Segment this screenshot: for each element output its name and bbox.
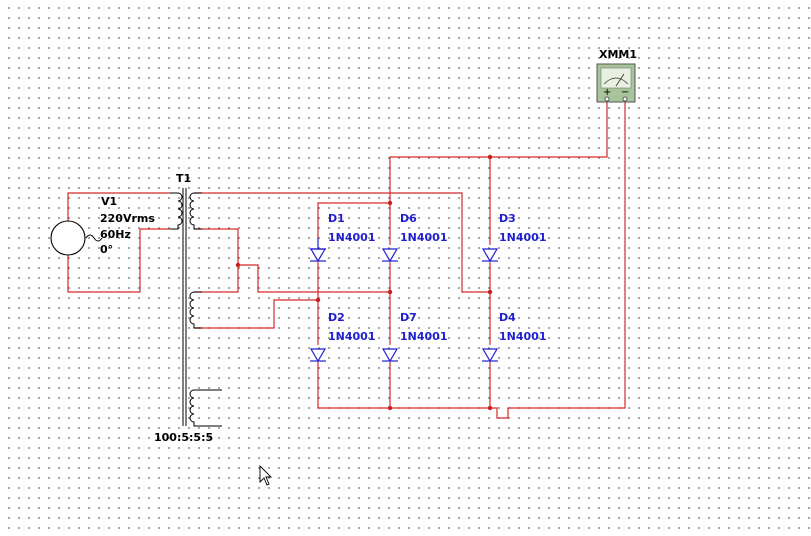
transformer-ref: T1 [176, 172, 191, 185]
diode-d1[interactable] [309, 238, 327, 263]
meter-needle-icon [603, 77, 629, 85]
secondary-coil-1 [189, 192, 202, 230]
mouse-cursor-icon [259, 464, 273, 486]
transformer-ratio: 100:5:5:5 [154, 431, 213, 444]
diode-d1-ref: D1 [328, 212, 345, 225]
meter-ref: XMM1 [599, 48, 637, 61]
sine-icon [85, 234, 103, 242]
meter-plus-label: + [603, 87, 611, 98]
junction-dot [487, 154, 493, 160]
diode-d2[interactable] [309, 348, 327, 363]
wire-sec1-bottom [194, 228, 390, 293]
meter-terminal-plus[interactable] [604, 96, 610, 102]
diode-d2-ref: D2 [328, 311, 345, 324]
diode-icon [481, 348, 499, 363]
wires [67, 102, 626, 419]
diode-d3-model: 1N4001 [499, 231, 546, 244]
junction-dot [315, 297, 321, 303]
secondary-coil-2 [189, 291, 202, 329]
meter-terminal-minus[interactable] [622, 96, 628, 102]
diode-icon [381, 248, 399, 263]
diode-icon [309, 348, 327, 363]
diode-d7[interactable] [381, 348, 399, 363]
junction-dot [487, 405, 493, 411]
diode-d6[interactable] [381, 248, 399, 263]
junction-dot [487, 289, 493, 295]
transformer-symbol[interactable] [170, 188, 222, 427]
diode-icon [381, 348, 399, 363]
diode-d1-model: 1N4001 [328, 231, 375, 244]
source-ref: V1 [101, 195, 117, 208]
diode-d6-model: 1N4001 [400, 231, 447, 244]
diode-d4-ref: D4 [499, 311, 516, 324]
meter-minus-label: − [621, 87, 629, 98]
junctions [235, 154, 493, 411]
source-voltage: 220Vrms [100, 212, 155, 225]
wire-neg-rail [317, 102, 626, 419]
wire-sec2-top [194, 265, 239, 293]
source-phase: 0° [100, 243, 113, 256]
diode-d3[interactable] [481, 248, 499, 263]
diode-d6-ref: D6 [400, 212, 417, 225]
primary-coil [170, 192, 183, 230]
junction-dot [387, 289, 393, 295]
junction-dot [235, 262, 241, 268]
wire-source-bottom [67, 228, 170, 293]
diode-d7-ref: D7 [400, 311, 417, 324]
wire-sec1-top [194, 192, 490, 293]
diode-d4[interactable] [481, 348, 499, 363]
diode-d4-model: 1N4001 [499, 330, 546, 343]
diode-d3-ref: D3 [499, 212, 516, 225]
junction-dot [387, 200, 393, 206]
wire-sec2-bottom [194, 299, 318, 329]
ac-source-symbol[interactable] [50, 220, 103, 256]
multimeter[interactable]: + − [596, 63, 636, 103]
junction-dot [387, 405, 393, 411]
secondary-coil-3 [189, 389, 222, 427]
diode-d2-model: 1N4001 [328, 330, 375, 343]
ac-source-circle [50, 220, 86, 256]
diode-d7-model: 1N4001 [400, 330, 447, 343]
meter-needle-icon [615, 73, 625, 87]
diode-icon [481, 248, 499, 263]
wire-pos-rail [317, 202, 390, 238]
diode-icon [309, 248, 327, 263]
source-frequency: 60Hz [100, 228, 131, 241]
